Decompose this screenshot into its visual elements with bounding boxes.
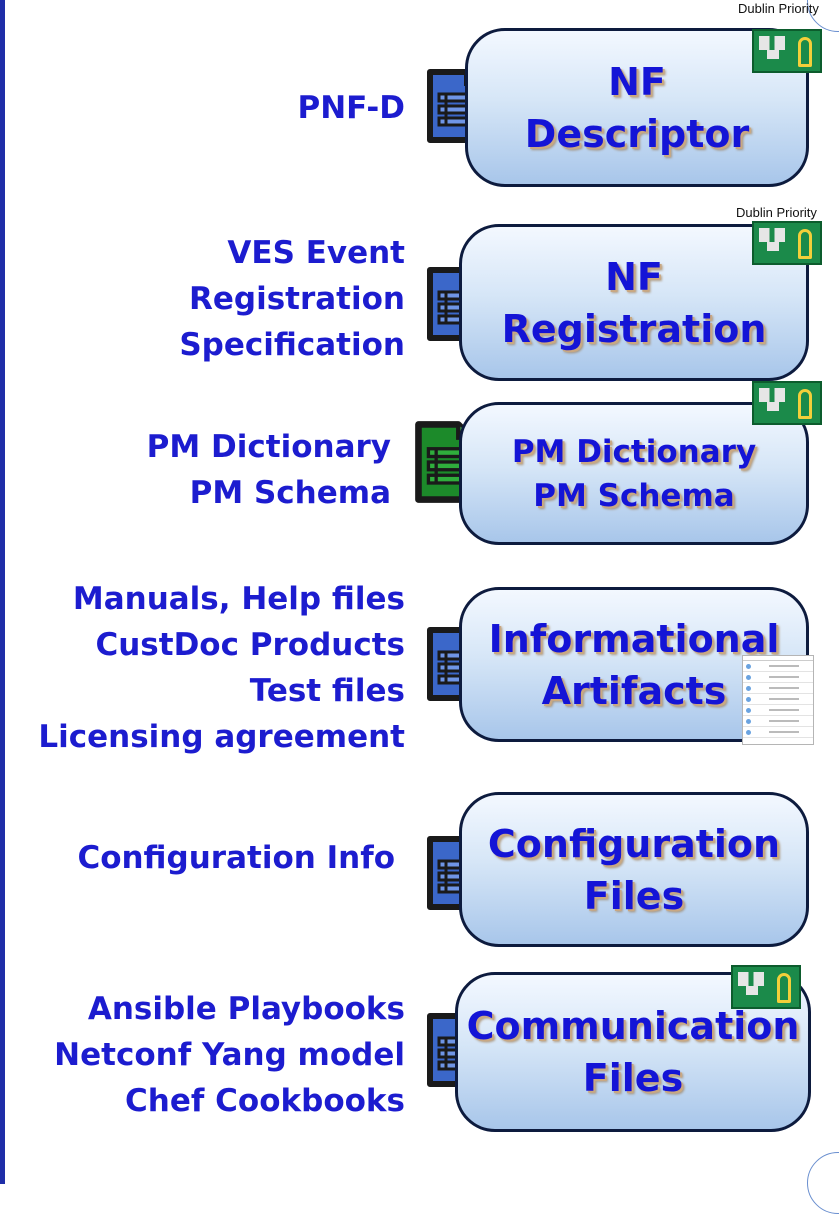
irish-flag-icon: [752, 381, 822, 425]
box-title-line: Artifacts: [541, 668, 727, 713]
row-label: Licensing agreement: [38, 719, 405, 755]
row-label: Specification: [179, 327, 405, 363]
row-label: Configuration Info: [77, 840, 395, 876]
informational-label-block: Manuals, Help files CustDoc Products Tes…: [38, 576, 405, 760]
box-title-line: Registration: [501, 306, 767, 351]
pm-dictionary-box: PM Dictionary PM Schema: [459, 402, 809, 545]
ves-label-block: VES Event Registration Specification: [179, 230, 405, 368]
embedded-screenshot-thumbnail: [742, 655, 814, 745]
box-title-line: Files: [583, 873, 685, 918]
box-title-line: Informational: [488, 616, 780, 661]
nf-descriptor-box: NF Descriptor: [465, 28, 809, 187]
communication-files-box: Communication Files: [455, 972, 811, 1132]
row-label: Chef Cookbooks: [125, 1083, 405, 1119]
box-title-line: Configuration: [487, 821, 781, 866]
irish-flag-icon: [752, 221, 822, 265]
irish-flag-icon: [752, 29, 822, 73]
box-title-line: PM Schema: [533, 477, 735, 514]
row-label: PNF-D: [297, 90, 406, 126]
row-label: CustDoc Products: [95, 627, 405, 663]
priority-label: Dublin Priority: [738, 1, 819, 16]
configuration-label-block: Configuration Info: [77, 835, 395, 881]
communication-label-block: Ansible Playbooks Netconf Yang model Che…: [54, 986, 405, 1124]
row-label: VES Event: [227, 235, 405, 271]
row-label: Manuals, Help files: [72, 581, 405, 617]
nf-registration-box: NF Registration: [459, 224, 809, 381]
box-title-line: NF: [608, 59, 666, 104]
pnfd-label-block: PNF-D: [298, 85, 406, 131]
box-title-line: Descriptor: [524, 111, 750, 156]
configuration-files-box: Configuration Files: [459, 792, 809, 947]
row-label: Registration: [188, 281, 405, 317]
row-label: Test files: [249, 673, 405, 709]
box-title-line: NF: [605, 254, 663, 299]
left-frame-border: [0, 0, 5, 1184]
box-title-line: Communication: [466, 1004, 800, 1048]
irish-flag-icon: [731, 965, 801, 1009]
box-title-line: Files: [582, 1056, 684, 1100]
box-title-line: PM Dictionary: [511, 433, 757, 470]
row-label: PM Dictionary: [146, 429, 391, 465]
pm-label-block: PM Dictionary PM Schema: [147, 424, 391, 516]
row-label: PM Schema: [189, 475, 391, 511]
priority-label: Dublin Priority: [736, 205, 817, 220]
row-label: Netconf Yang model: [54, 1037, 405, 1073]
row-label: Ansible Playbooks: [87, 991, 405, 1027]
frame-corner-bottom-right: [807, 1152, 839, 1214]
